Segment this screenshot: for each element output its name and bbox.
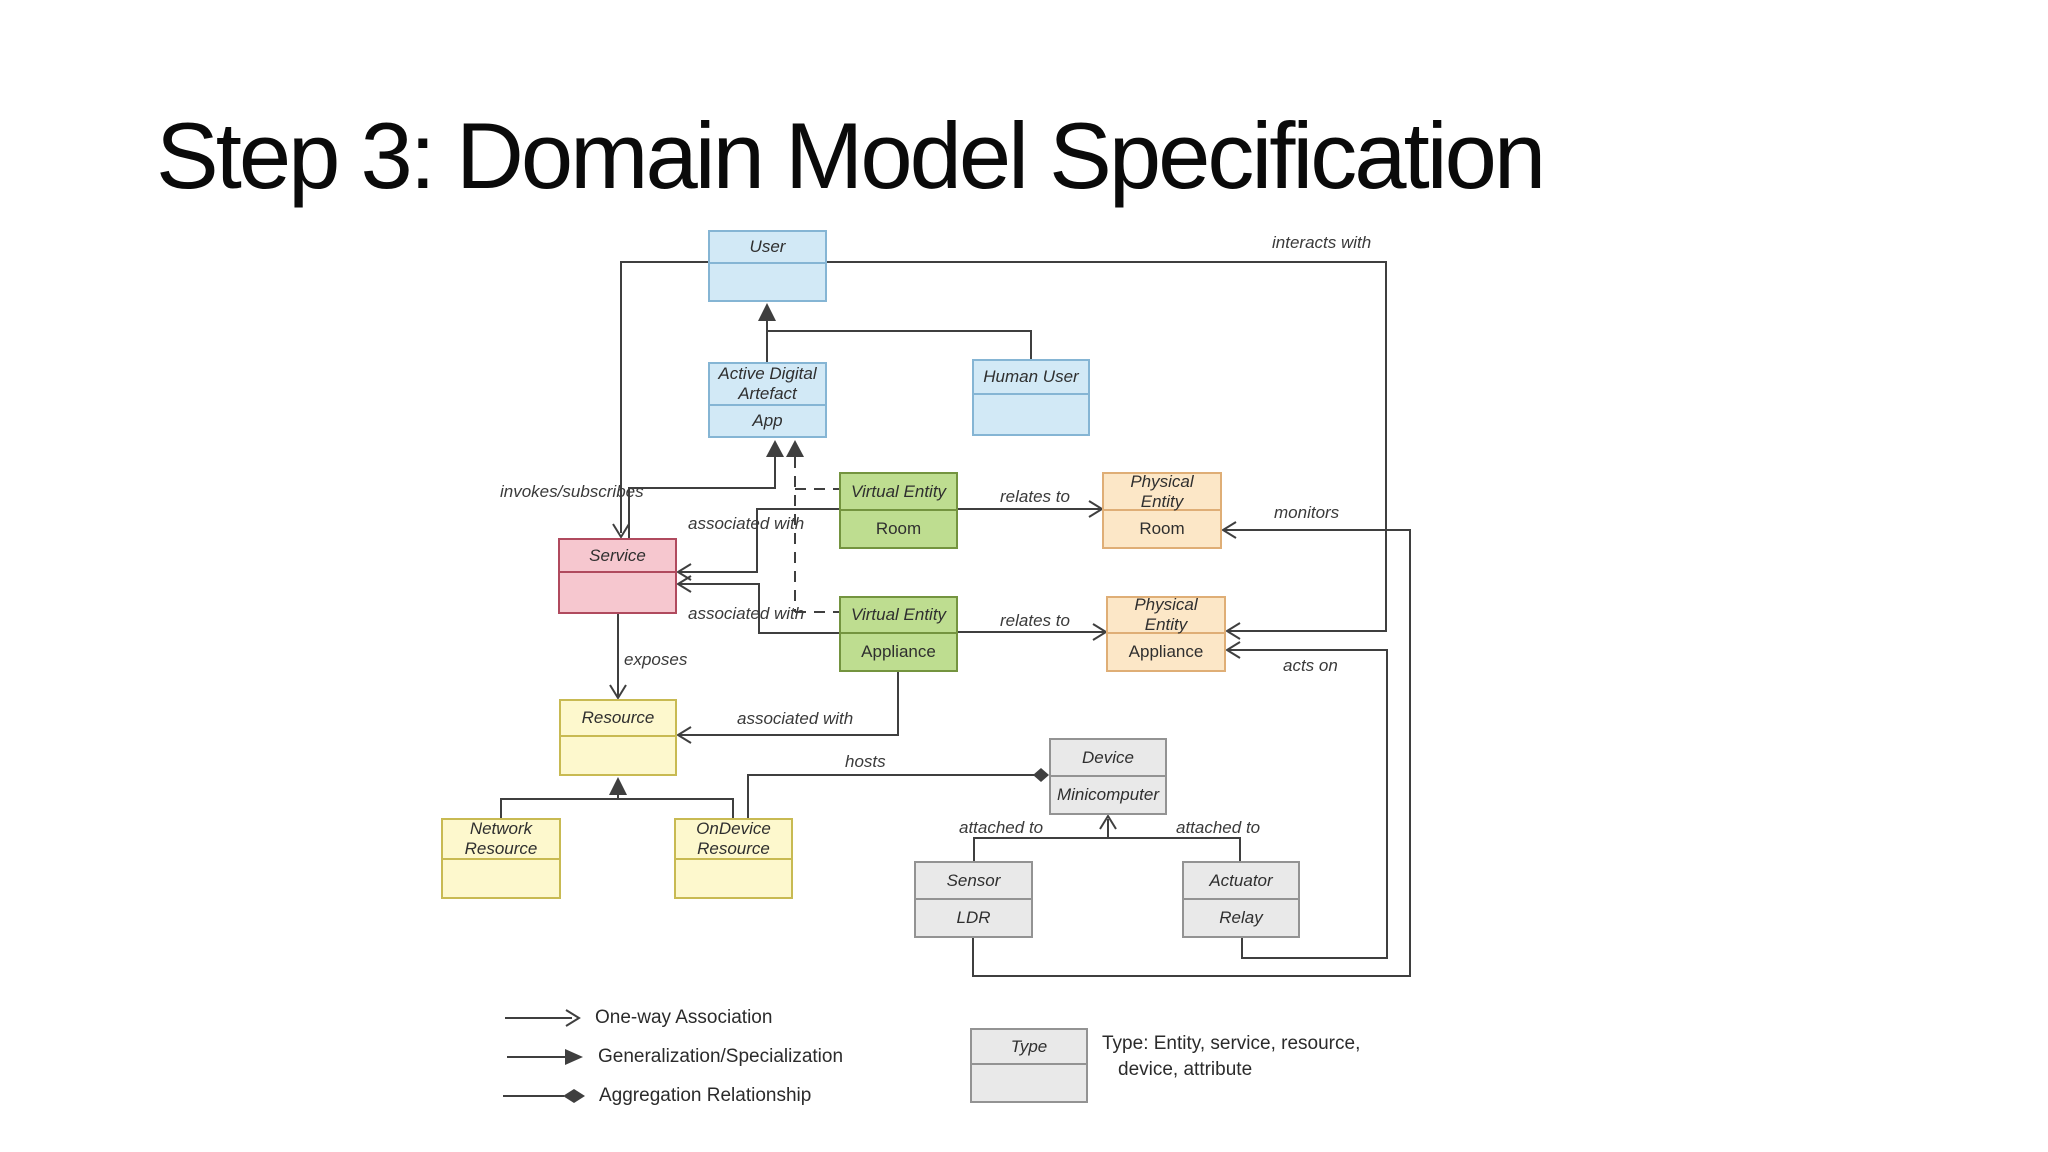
arrow-open-service-right-1 bbox=[676, 563, 692, 581]
edge-label-exposes: exposes bbox=[624, 650, 688, 669]
legend-label-aggregation: Aggregation Relationship bbox=[599, 1085, 812, 1106]
box-virtual-entity-room: Virtual Entity Room bbox=[839, 472, 958, 549]
edge-acts-on bbox=[1229, 649, 1388, 959]
box-physical-entity-room-title: Physical Entity bbox=[1104, 472, 1220, 511]
edge-hosts bbox=[747, 774, 1034, 818]
box-user-sub bbox=[710, 264, 825, 300]
box-human-user-title: Human User bbox=[974, 361, 1088, 395]
box-resource: Resource bbox=[559, 699, 677, 776]
type-note-line1: Type: Entity, service, resource, bbox=[1102, 1033, 1361, 1054]
arrow-open-pe-room-right bbox=[1221, 521, 1237, 539]
box-type-legend-title: Type bbox=[972, 1030, 1086, 1065]
box-human-user: Human User bbox=[972, 359, 1090, 436]
box-network-resource-title: Network Resource bbox=[443, 819, 559, 860]
box-physical-entity-appliance: Physical Entity Appliance bbox=[1106, 595, 1226, 672]
legend-open-arrow-icon bbox=[565, 1009, 581, 1027]
edge-label-hosts: hosts bbox=[845, 752, 886, 771]
legend-diamond-icon bbox=[563, 1089, 585, 1103]
box-virtual-entity-room-title: Virtual Entity bbox=[841, 474, 956, 511]
arrow-open-service-right-2 bbox=[676, 575, 692, 593]
legend-filled-arrow-icon bbox=[565, 1049, 583, 1065]
box-device-title: Device bbox=[1051, 740, 1165, 777]
box-device-sub: Minicomputer bbox=[1056, 785, 1160, 805]
box-physical-entity-appliance-title: Physical Entity bbox=[1108, 595, 1224, 634]
arrow-gen-resource bbox=[609, 777, 627, 795]
edge-attached-sensor bbox=[973, 819, 1109, 861]
edge-gen-human-user bbox=[767, 330, 1032, 359]
arrow-open-service-top bbox=[612, 523, 630, 539]
edge-label-relates-to-appliance: relates to bbox=[1000, 611, 1070, 630]
edge-label-invokes-subscribes: invokes/subscribes bbox=[500, 482, 644, 501]
edge-label-relates-to-room: relates to bbox=[1000, 487, 1070, 506]
box-type-legend-sub bbox=[972, 1065, 1086, 1101]
edge-invokes-subscribes bbox=[620, 261, 708, 533]
box-resource-sub bbox=[561, 737, 675, 774]
arrow-open-resource-right bbox=[676, 726, 692, 744]
legend-label-one-way-association: One-way Association bbox=[595, 1007, 773, 1028]
edge-assoc-resource bbox=[680, 672, 899, 736]
edge-label-acts-on: acts on bbox=[1283, 656, 1338, 675]
box-virtual-entity-appliance-sub: Appliance bbox=[861, 642, 936, 662]
edge-label-associated-with-room: associated with bbox=[688, 514, 805, 533]
box-active-digital-artefact: Active Digital Artefact App bbox=[708, 362, 827, 438]
box-device: Device Minicomputer bbox=[1049, 738, 1167, 815]
box-ondevice-resource: OnDevice Resource bbox=[674, 818, 793, 899]
type-note: Type: Entity, service, resource, device,… bbox=[1102, 1031, 1360, 1083]
box-sensor-title: Sensor bbox=[916, 863, 1031, 900]
box-actuator-title: Actuator bbox=[1184, 863, 1298, 900]
box-network-resource-sub bbox=[443, 860, 559, 897]
arrow-gen-app-1 bbox=[766, 440, 784, 457]
edge-assoc-room bbox=[680, 508, 839, 573]
legend-label-generalization: Generalization/Specialization bbox=[598, 1046, 844, 1067]
box-actuator: Actuator Relay bbox=[1182, 861, 1300, 938]
box-virtual-entity-appliance: Virtual Entity Appliance bbox=[839, 596, 958, 672]
box-user: User bbox=[708, 230, 827, 302]
edge-interacts-with bbox=[827, 261, 1387, 632]
box-user-title: User bbox=[710, 232, 825, 264]
box-resource-title: Resource bbox=[561, 701, 675, 737]
box-physical-entity-room: Physical Entity Room bbox=[1102, 472, 1222, 549]
edge-service-app bbox=[628, 457, 776, 538]
edge-label-monitors: monitors bbox=[1274, 503, 1340, 522]
arrow-open-pe-appliance-2 bbox=[1225, 641, 1241, 659]
box-service-title: Service bbox=[560, 540, 675, 573]
box-sensor: Sensor LDR bbox=[914, 861, 1033, 938]
arrow-gen-user bbox=[758, 303, 776, 321]
box-active-digital-artefact-sub: App bbox=[752, 411, 783, 431]
arrow-open-device-bottom bbox=[1099, 814, 1117, 830]
page-title: Step 3: Domain Model Specification bbox=[156, 103, 1546, 208]
box-virtual-entity-room-sub: Room bbox=[875, 519, 922, 539]
edge-label-associated-with-appliance: associated with bbox=[688, 604, 805, 623]
arrow-gen-app-2 bbox=[786, 440, 804, 457]
edge-label-attached-to-sensor: attached to bbox=[959, 818, 1044, 837]
box-type-legend: Type bbox=[970, 1028, 1088, 1103]
arrow-open-pe-appliance-1 bbox=[1225, 622, 1241, 640]
box-ondevice-resource-sub bbox=[676, 860, 791, 897]
box-physical-entity-appliance-sub: Appliance bbox=[1128, 642, 1204, 662]
edge-attached-actuator bbox=[1108, 837, 1241, 861]
edge-assoc-appliance bbox=[680, 583, 839, 634]
box-physical-entity-room-sub: Room bbox=[1139, 519, 1185, 539]
edge-label-interacts-with: interacts with bbox=[1272, 233, 1372, 252]
box-active-digital-artefact-title: Active Digital Artefact bbox=[710, 364, 825, 406]
edge-monitors bbox=[972, 529, 1411, 977]
edge-label-associated-with-resource: associated with bbox=[737, 709, 854, 728]
box-service-sub bbox=[560, 573, 675, 612]
box-human-user-sub bbox=[974, 395, 1088, 434]
type-note-line2: device, attribute bbox=[1118, 1059, 1253, 1080]
box-actuator-sub: Relay bbox=[1219, 908, 1263, 928]
box-ondevice-resource-title: OnDevice Resource bbox=[676, 819, 791, 860]
diamond-device bbox=[1033, 768, 1049, 782]
edge-gen-resource-branch bbox=[500, 798, 734, 818]
box-sensor-sub: LDR bbox=[956, 908, 991, 928]
box-network-resource: Network Resource bbox=[441, 818, 561, 899]
box-virtual-entity-appliance-title: Virtual Entity bbox=[841, 598, 956, 634]
box-service: Service bbox=[558, 538, 677, 614]
edge-label-attached-to-actuator: attached to bbox=[1176, 818, 1261, 837]
arrow-open-resource-top bbox=[609, 684, 627, 700]
